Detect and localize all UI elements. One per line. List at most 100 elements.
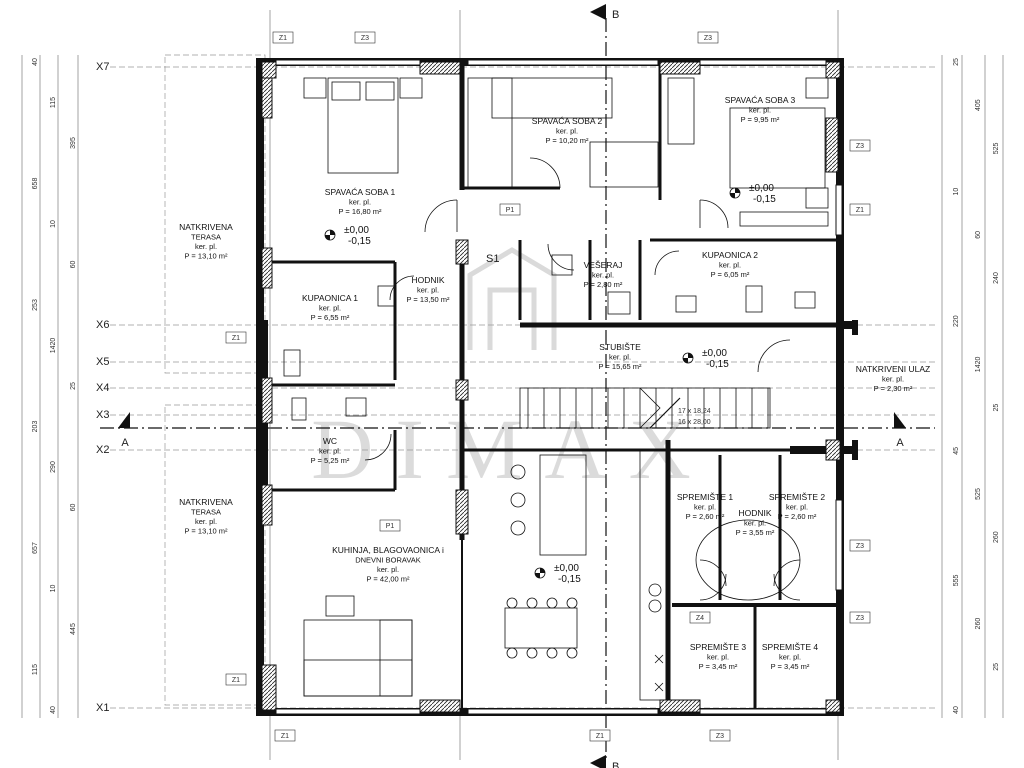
svg-text:Z1: Z1 [596,733,604,740]
section-a-right: A [896,437,904,449]
dims-left-7: 1420 [50,338,57,354]
svg-text:±0,00: ±0,00 [554,563,579,574]
section-b-bottom: B [612,761,619,768]
wall-tag: P1 [379,519,401,532]
dims-right-6: 220 [953,315,960,327]
svg-text:Z3: Z3 [716,733,724,740]
dims-left-5: 60 [70,261,77,269]
dims-right-7: 1420 [975,357,982,373]
svg-text:P1: P1 [386,523,395,530]
svg-text:Z3: Z3 [856,543,864,550]
svg-text:±0,00: ±0,00 [749,183,774,194]
dims-right-15: 40 [953,706,960,714]
staircase [519,387,771,429]
dims-right-12: 555 [953,574,960,586]
dimension-chains [21,10,1004,760]
watermark: DIMAX [311,247,691,497]
axis-row-x4: X4 [96,382,109,394]
section-arrow-b-top [590,4,606,20]
dims-right-4: 60 [975,231,982,239]
svg-text:-0,15: -0,15 [706,359,729,370]
furniture [283,77,829,701]
dims-left-1: 115 [50,97,57,108]
svg-text:Z1: Z1 [279,35,287,42]
wall-tag: Z1 [225,331,247,344]
dims-left-15: 115 [32,664,39,675]
dims-left-8: 25 [70,382,77,390]
dims-right-1: 405 [975,99,982,111]
svg-text:Z3: Z3 [856,143,864,150]
wall-tag: Z3 [354,31,376,44]
dims-right-2: 525 [993,142,1000,154]
dims-left-11: 60 [70,504,77,512]
wall-tag: P1 [499,203,521,216]
svg-text:Z3: Z3 [704,35,712,42]
dims-right-11: 260 [993,531,1000,543]
wall-tag: Z1 [589,729,611,742]
wall-tag: Z4 [689,611,711,624]
axis-row-x5: X5 [96,356,109,368]
dims-left-0: 40 [32,58,39,66]
svg-text:Z1: Z1 [856,207,864,214]
stair-label: S1 [486,253,499,265]
section-arrow-b-bottom [590,755,606,768]
section-b-top: B [612,9,619,21]
wall-tag: Z3 [697,31,719,44]
dims-left-12: 657 [32,542,39,554]
dims-left: 4011539565810602531420252032906065710445… [32,58,77,714]
dims-right-5: 240 [993,272,1000,284]
section-a-left: A [121,437,129,449]
level-marker-3: ±0,00-0,15 [682,348,729,370]
dims-right-9: 45 [953,447,960,455]
dims-right: 2540552510602402201420254552526055526025… [953,58,1000,714]
dims-right-10: 525 [975,488,982,500]
wall-tag: Z3 [709,729,731,742]
level-marker-4: ±0,00-0,15 [534,563,581,585]
axis-row-x7: X7 [96,61,109,73]
svg-text:Z1: Z1 [232,335,240,342]
wall-tag: Z1 [849,203,871,216]
svg-text:±0,00: ±0,00 [344,225,369,236]
svg-text:Z1: Z1 [232,677,240,684]
dims-right-14: 25 [993,663,1000,671]
wall-tag: Z1 [274,729,296,742]
dims-left-10: 290 [50,461,57,473]
dims-right-0: 25 [953,58,960,66]
dims-right-3: 10 [953,188,960,196]
wall-tag: Z3 [849,611,871,624]
wall-tag: Z1 [225,673,247,686]
dims-right-13: 260 [975,618,982,630]
section-markers: A A B B [118,4,906,768]
level-markers: ±0,00-0,15±0,00-0,15±0,00-0,15±0,00-0,15 [324,183,776,585]
inner-walls [262,66,840,712]
wall-tag: Z3 [849,539,871,552]
svg-text:-0,15: -0,15 [753,194,776,205]
stair-note-2: 16 x 28,00 [678,419,711,426]
level-marker-1: ±0,00-0,15 [324,225,371,247]
dims-left-2: 395 [70,137,77,149]
wall-tag: Z1 [272,31,294,44]
dims-left-6: 253 [32,299,39,311]
axis-row-x6: X6 [96,319,109,331]
watermark-emblem [467,247,557,350]
svg-text:±0,00: ±0,00 [702,348,727,359]
svg-text:Z4: Z4 [696,615,704,622]
storage-hall-oval [695,519,801,601]
